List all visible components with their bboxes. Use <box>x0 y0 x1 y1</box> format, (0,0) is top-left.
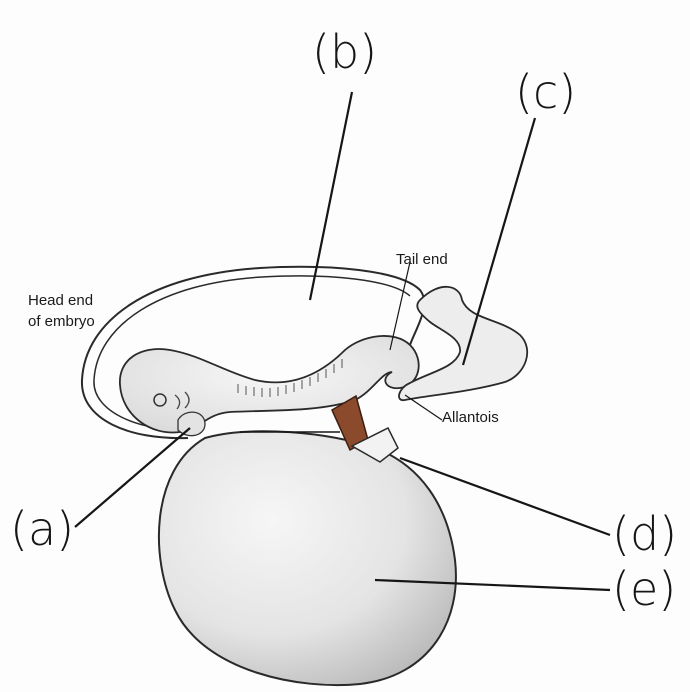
answer-label-b: (b) <box>312 25 377 79</box>
answer-label-e: (e) <box>612 562 676 616</box>
yolk-sac <box>159 431 456 685</box>
heart-bulge <box>178 412 205 436</box>
pointer-tail <box>390 262 410 350</box>
pointer-allantois <box>405 395 442 420</box>
answer-label-a: (a) <box>10 502 74 556</box>
answer-label-d: (d) <box>612 507 677 561</box>
embryo-body <box>120 336 419 433</box>
allantois-label: Allantois <box>442 409 499 426</box>
allantois <box>399 287 527 400</box>
head-end-label-line2: of embryo <box>28 313 95 330</box>
head-end-label-line1: Head end <box>28 292 93 309</box>
tail-end-label: Tail end <box>396 251 448 268</box>
answer-label-c: (c) <box>515 65 576 119</box>
